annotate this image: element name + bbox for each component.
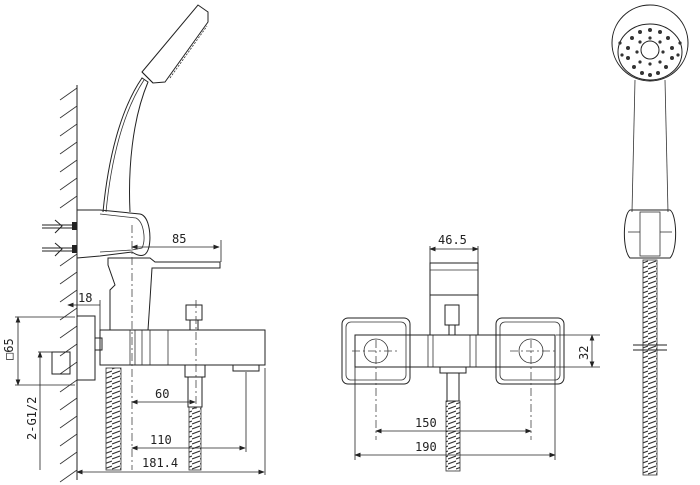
side-dimensions: 85 18 □65 2-G1/2 60 110 181.4 [2,232,266,475]
dim-spout-to-diverter: 60 [155,387,169,401]
dim-spout-to-center: 110 [150,433,172,447]
spray-nozzles-icon [618,28,682,77]
dim-total-depth: 181.4 [142,456,178,470]
wall [59,85,78,483]
wall-screws-icon [42,219,77,257]
hand-shower-front [611,4,689,476]
dim-flange-size: □65 [2,338,16,360]
front-view: 46.5 32 150 190 [341,233,600,472]
dim-wall-to-body: 18 [78,291,92,305]
hand-shower-side [102,4,209,213]
dim-lever-reach: 85 [172,232,186,246]
dim-center-distance: 150 [415,416,437,430]
front-dimensions: 46.5 32 150 190 [354,233,600,460]
dim-total-width: 190 [415,440,437,454]
dim-body-height: 32 [577,346,591,360]
dim-diverter-width: 46.5 [438,233,467,247]
dim-connection: 2-G1/2 [25,397,39,440]
side-view: 85 18 □65 2-G1/2 60 110 181.4 [2,4,266,483]
shower-holder [76,209,151,259]
mixer-body-side [51,225,266,471]
